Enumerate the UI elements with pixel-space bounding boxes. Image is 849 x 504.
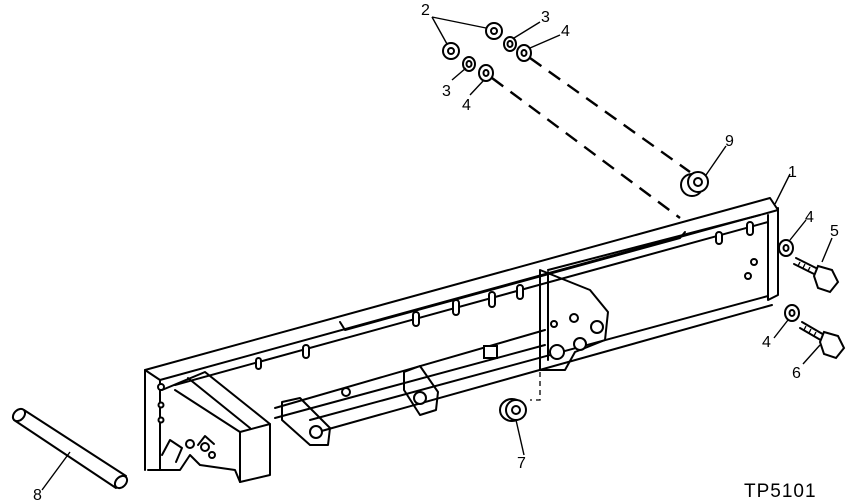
callout-1: 1 bbox=[788, 164, 797, 181]
top-hardware bbox=[442, 22, 691, 219]
callout-7: 7 bbox=[517, 455, 526, 472]
callout-4-bolt-lower: 4 bbox=[762, 334, 771, 351]
washer-upper bbox=[516, 44, 532, 62]
callout-4-bolt-upper: 4 bbox=[805, 209, 814, 226]
callout-4-upper: 4 bbox=[561, 23, 570, 40]
main-frame bbox=[144, 197, 779, 483]
nut-lower bbox=[442, 42, 460, 60]
callout-2: 2 bbox=[421, 2, 430, 19]
bushing bbox=[680, 171, 709, 197]
callout-9: 9 bbox=[725, 133, 734, 150]
bolt-lower bbox=[784, 304, 846, 360]
nut-upper bbox=[485, 22, 503, 40]
callout-3-upper: 3 bbox=[541, 9, 550, 26]
callout-5: 5 bbox=[830, 223, 839, 240]
callout-3-lower: 3 bbox=[442, 83, 451, 100]
spacer bbox=[499, 398, 527, 422]
pin bbox=[11, 407, 129, 490]
callout-numbers: 1 2 3 4 3 4 9 4 5 4 6 7 8 bbox=[33, 2, 839, 504]
lockwasher-upper bbox=[503, 36, 517, 52]
figure-reference: TP5101 bbox=[744, 481, 817, 502]
lockwasher-lower bbox=[462, 56, 476, 72]
bolt-upper bbox=[778, 239, 840, 294]
leader-lines bbox=[41, 16, 833, 491]
washer-lower bbox=[478, 64, 494, 82]
callout-4-lower: 4 bbox=[462, 97, 471, 114]
callout-6: 6 bbox=[792, 365, 801, 382]
callout-8: 8 bbox=[33, 487, 42, 504]
